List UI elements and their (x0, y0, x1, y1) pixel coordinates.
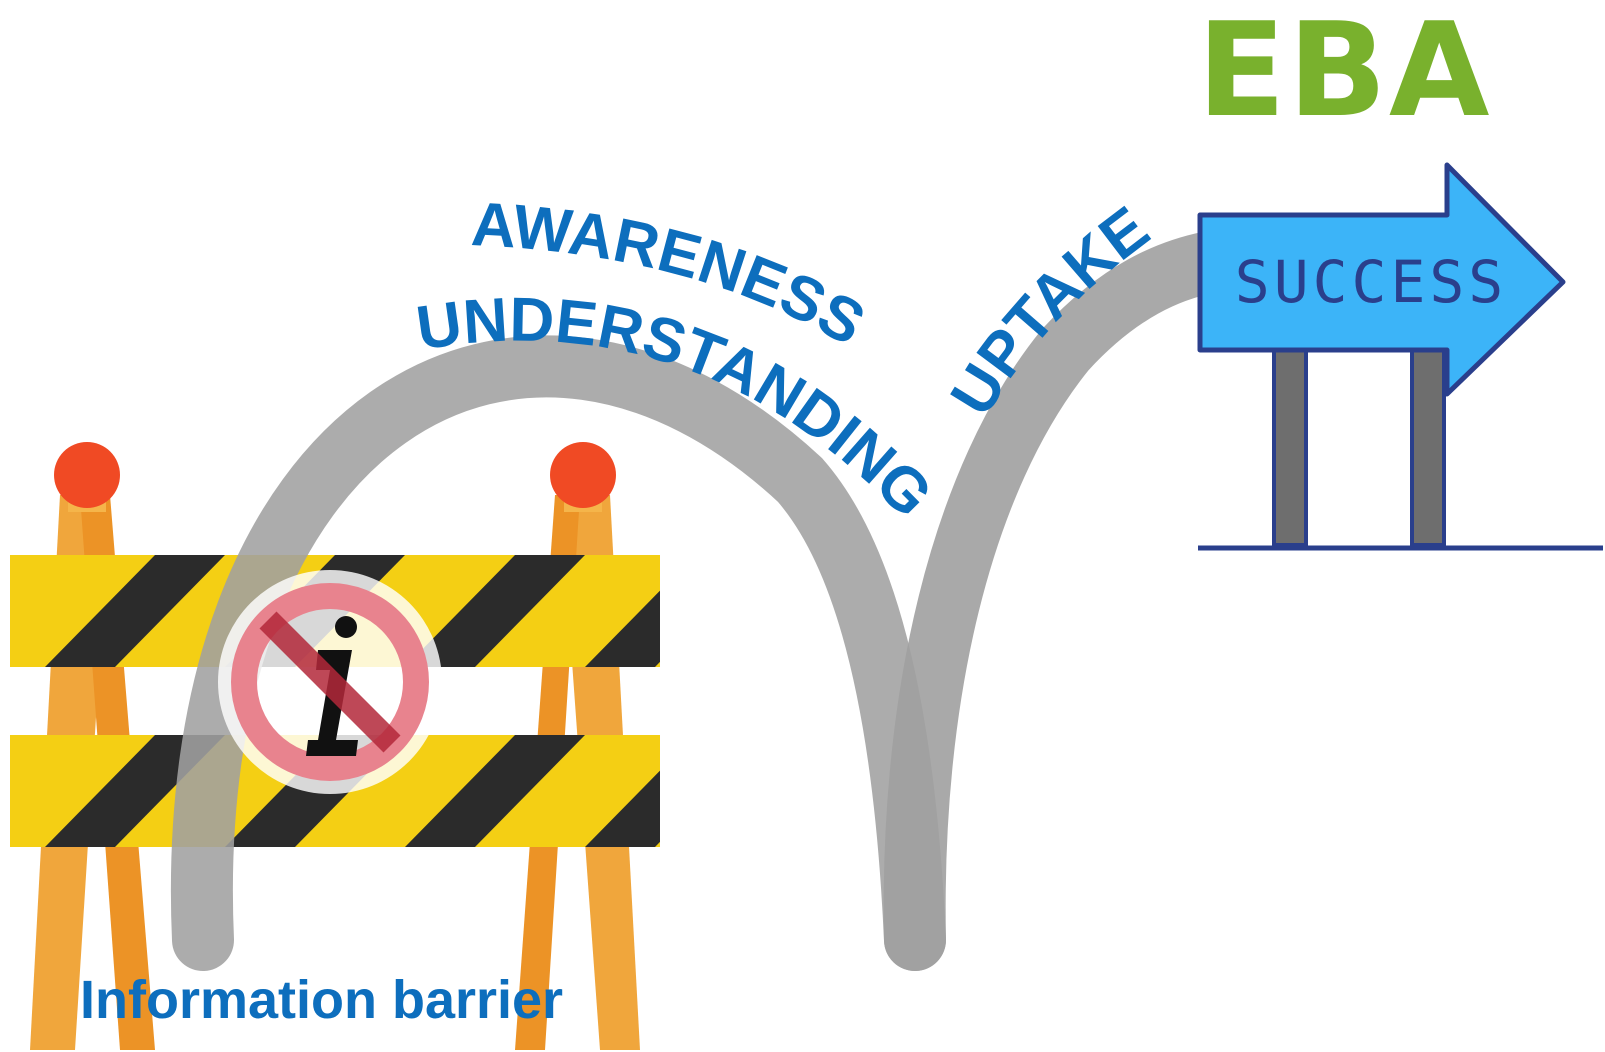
right-arrow-icon (1197, 162, 1566, 397)
uptake-path (883, 231, 1241, 971)
barrier-label: Information barrier (80, 970, 563, 1030)
eba-logo: EBA (1197, 0, 1492, 146)
success-sign: SUCCESS (1197, 162, 1603, 551)
no-information-icon (218, 570, 442, 794)
barricade-lamps (54, 442, 616, 512)
jump-path (170, 335, 946, 971)
success-label: SUCCESS (1235, 248, 1507, 316)
warning-lamp-left (54, 442, 120, 508)
warning-lamp-right (550, 442, 616, 508)
